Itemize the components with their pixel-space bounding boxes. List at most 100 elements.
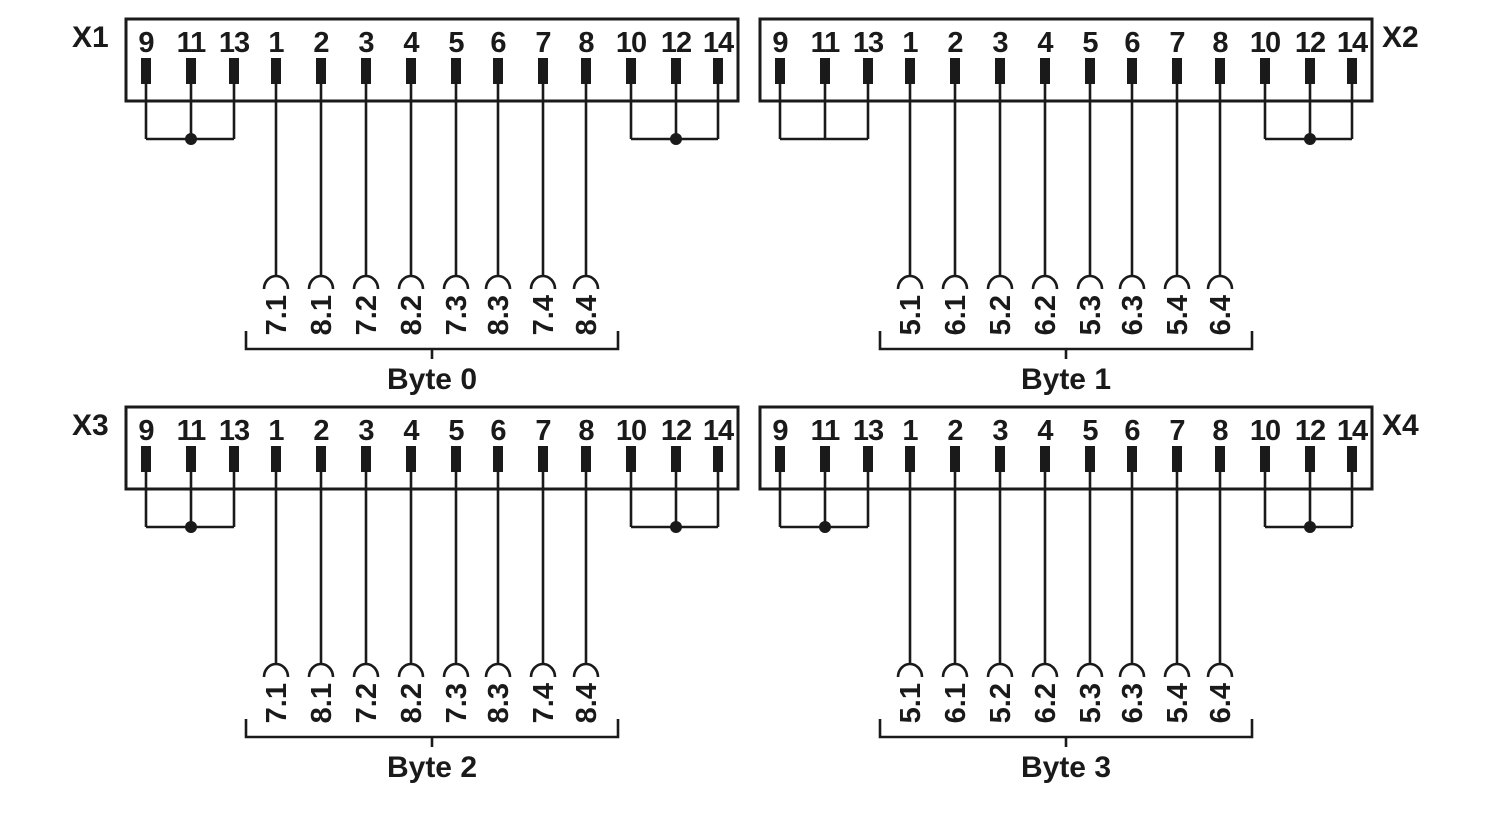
pin-number: 3	[358, 415, 374, 447]
pin-number: 6	[1124, 415, 1140, 447]
plug-symbol	[442, 274, 470, 290]
pin-contact	[406, 58, 416, 84]
plug-symbol	[896, 662, 924, 678]
pin-contact	[1305, 58, 1315, 84]
plug-symbol	[307, 274, 335, 290]
pin-contact	[229, 446, 239, 472]
plug-symbol	[1118, 274, 1146, 290]
pin-number: 12	[1295, 415, 1325, 447]
byte-label: Byte 2	[387, 751, 477, 784]
signal-label: 8.4	[571, 683, 603, 723]
pin-number: 8	[1212, 415, 1228, 447]
signal-label: 6.3	[1117, 295, 1149, 335]
pin-contact	[950, 58, 960, 84]
plug-symbol	[986, 274, 1014, 290]
pin-number: 11	[811, 415, 841, 447]
pin-number: 3	[992, 27, 1008, 59]
pin-contact	[1215, 446, 1225, 472]
signal-label: 6.4	[1205, 295, 1237, 335]
pin-number: 7	[535, 27, 550, 59]
pin-number: 9	[772, 415, 788, 447]
pin-number: 2	[947, 415, 962, 447]
signal-label: 5.3	[1075, 295, 1107, 335]
byte-label: Byte 1	[1021, 363, 1111, 396]
signal-label: 8.4	[571, 295, 603, 335]
pin-contact	[493, 58, 503, 84]
pin-number: 10	[1250, 415, 1280, 447]
plug-symbol	[352, 662, 380, 678]
plug-symbol	[1206, 274, 1234, 290]
pin-contact	[186, 446, 196, 472]
pin-number: 4	[403, 415, 419, 447]
pin-number: 8	[578, 415, 594, 447]
bridge-right-junction	[1304, 133, 1316, 145]
pin-contact	[905, 58, 915, 84]
pin-contact	[1127, 58, 1137, 84]
group-bracket	[878, 719, 1254, 739]
pin-contact	[1172, 446, 1182, 472]
plug-symbol	[307, 662, 335, 678]
plug-symbol	[1031, 274, 1059, 290]
pin-number: 2	[313, 27, 328, 59]
pin-contact	[626, 446, 636, 472]
pin-number: 14	[1337, 27, 1368, 59]
signal-label: 7.3	[441, 683, 473, 723]
signal-label: 8.2	[396, 295, 428, 335]
pin-contact	[863, 58, 873, 84]
pin-number: 11	[811, 27, 841, 59]
connector-label: X3	[72, 409, 109, 442]
pin-number: 14	[703, 415, 734, 447]
pin-contact	[995, 446, 1005, 472]
pin-contact	[1347, 446, 1357, 472]
signal-label: 7.1	[261, 683, 293, 723]
pin-contact	[1260, 446, 1270, 472]
signal-label: 7.2	[351, 295, 383, 335]
plug-symbol	[896, 274, 924, 290]
bridge-right-junction	[670, 521, 682, 533]
pin-number: 7	[1169, 27, 1184, 59]
signal-label: 5.3	[1075, 683, 1107, 723]
byte-label: Byte 3	[1021, 751, 1111, 784]
pin-number: 8	[1212, 27, 1228, 59]
pin-number: 11	[177, 27, 207, 59]
plug-symbol	[1206, 662, 1234, 678]
pin-number: 7	[535, 415, 550, 447]
plug-symbol	[529, 662, 557, 678]
bridge-left-junction	[185, 521, 197, 533]
signal-label: 6.4	[1205, 683, 1237, 723]
bridge-left-junction	[185, 133, 197, 145]
bridge-right-junction	[1304, 521, 1316, 533]
group-bracket	[244, 719, 620, 739]
group-bracket	[244, 331, 620, 351]
signal-label: 8.2	[396, 683, 428, 723]
pin-number: 3	[992, 415, 1008, 447]
pin-number: 4	[403, 27, 419, 59]
signal-label: 6.2	[1030, 295, 1062, 335]
bridge-right-junction	[670, 133, 682, 145]
pin-contact	[713, 58, 723, 84]
pin-contact	[671, 58, 681, 84]
pin-contact	[820, 58, 830, 84]
pin-contact	[1085, 58, 1095, 84]
plug-symbol	[941, 662, 969, 678]
pin-number: 7	[1169, 415, 1184, 447]
pin-number: 10	[616, 415, 646, 447]
connector-label: X4	[1382, 409, 1419, 442]
connector-housing	[758, 405, 1374, 491]
plug-symbol	[1076, 274, 1104, 290]
pin-contact	[271, 58, 281, 84]
pin-number: 4	[1037, 415, 1053, 447]
signal-label: 7.3	[441, 295, 473, 335]
pin-number: 9	[138, 415, 154, 447]
pin-contact	[775, 446, 785, 472]
pin-contact	[316, 58, 326, 84]
pin-contact	[1347, 58, 1357, 84]
pin-contact	[538, 58, 548, 84]
plug-symbol	[572, 662, 600, 678]
pin-contact	[820, 446, 830, 472]
pin-contact	[141, 446, 151, 472]
signal-label: 8.1	[306, 683, 338, 723]
